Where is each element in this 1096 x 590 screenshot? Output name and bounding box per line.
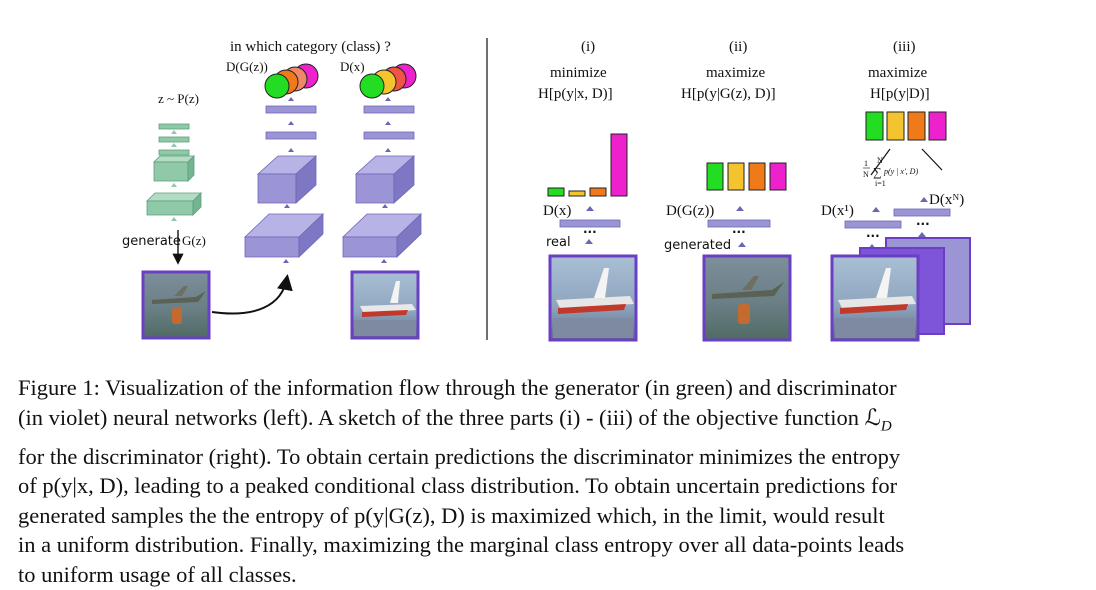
part2-dlabel: D(G(z)) <box>666 203 714 219</box>
part1-class-bar <box>547 187 565 197</box>
svg-text:∑: ∑ <box>873 165 882 179</box>
category-question: in which category (class) ? <box>230 39 391 55</box>
generate-label: generate <box>122 234 181 249</box>
svg-text:···: ··· <box>866 229 880 243</box>
part1-formula: H[p(y|x, D)] <box>538 86 613 102</box>
discriminator-column-b <box>342 97 422 263</box>
dx-label-left: D(x) <box>340 59 365 74</box>
part3-dn-label: D(xᴺ) <box>929 192 964 208</box>
svg-text:p(y | x', D): p(y | x', D) <box>883 167 918 176</box>
part3-class-bar <box>907 111 926 141</box>
part3-class-bar <box>886 111 905 141</box>
svg-text:···: ··· <box>583 225 597 239</box>
part1-class-bar <box>568 190 586 197</box>
marginal-sum-formula: 1 N N ∑ i=1 p(y | x', D) <box>863 156 918 188</box>
caption-line: for the discriminator (right). To obtain… <box>18 443 901 469</box>
figure-caption: Figure 1: Visualization of the informati… <box>18 373 1082 590</box>
part3-class-bar <box>865 111 884 141</box>
svg-text:N: N <box>877 156 883 165</box>
dgz-label: D(G(z)) <box>226 59 268 74</box>
part1-numeral: (i) <box>581 39 595 55</box>
z-prior-label: z ~ P(z) <box>158 91 199 106</box>
generated-image <box>141 270 211 340</box>
real-image-part1 <box>548 254 638 342</box>
part3-d1-label: D(x¹) <box>821 203 854 219</box>
generator-network <box>146 123 202 221</box>
part1-dlabel: D(x) <box>543 203 571 219</box>
part1-class-bar <box>589 187 607 197</box>
part3-class-bars <box>865 111 947 141</box>
caption-line: Figure 1: Visualization of the informati… <box>18 375 897 400</box>
gz-label: G(z) <box>182 233 206 248</box>
part3-class-bar <box>928 111 947 141</box>
svg-text:N: N <box>863 170 869 179</box>
part2-class-bar <box>706 162 724 191</box>
svg-text:···: ··· <box>732 225 746 239</box>
caption-line: of p(y|x, D), leading to a peaked condit… <box>18 473 898 499</box>
part3-numeral: (iii) <box>893 39 916 55</box>
part2-class-bar <box>748 162 766 191</box>
caption-line: to uniform usage of all classes. <box>18 562 297 588</box>
part3-action: maximize <box>868 65 927 81</box>
discriminator-column-a <box>244 97 324 263</box>
part3-formula: H[p(y|D)] <box>870 86 930 102</box>
class-circles-dgz <box>264 63 319 99</box>
figure-svg: in which category (class) ? D(G(z)) D(x)… <box>122 38 971 342</box>
stacked-images-part3 <box>830 237 971 342</box>
caption-line: in a uniform distribution. Finally, maxi… <box>18 532 905 558</box>
part2-class-bar <box>769 162 787 191</box>
svg-text:i=1: i=1 <box>875 179 886 188</box>
part1-action: minimize <box>550 65 607 81</box>
figure-diagram: in which category (class) ? D(G(z)) D(x)… <box>122 38 971 342</box>
part1-class-bars <box>547 133 628 197</box>
real-image-left <box>350 270 420 340</box>
svg-text:1: 1 <box>864 159 868 168</box>
svg-text:···: ··· <box>916 217 930 231</box>
caption-line: generated samples the the entropy of p(y… <box>18 502 885 528</box>
part1-class-bar <box>610 133 628 197</box>
part2-action: maximize <box>706 65 765 81</box>
part2-input-label: generated <box>664 238 731 253</box>
part2-class-bar <box>727 162 745 191</box>
class-circles-dx <box>359 63 417 99</box>
part1-input-label: real <box>546 235 571 250</box>
caption-line-objective: (in violet) neural networks (left). A sk… <box>18 404 892 435</box>
generated-image-part2 <box>702 254 792 342</box>
part2-class-bars <box>706 162 787 191</box>
part2-numeral: (ii) <box>729 39 747 55</box>
part2-formula: H[p(y|G(z), D)] <box>681 86 776 102</box>
